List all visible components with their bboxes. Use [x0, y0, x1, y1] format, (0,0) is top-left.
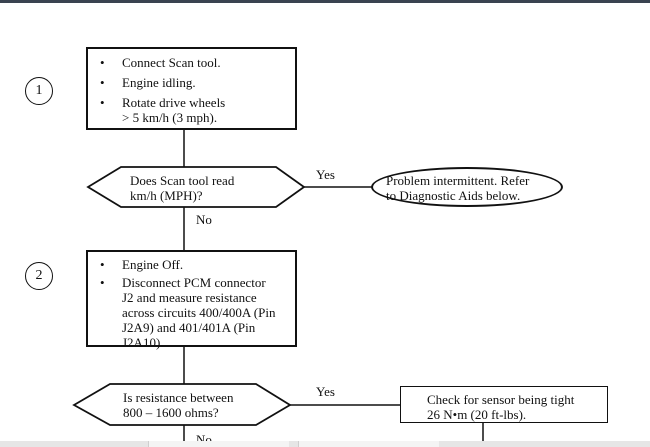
step-number-circle: 2	[25, 262, 53, 290]
result-oval	[371, 167, 563, 207]
result-box	[400, 386, 608, 423]
result-text: Check for sensor being tight 26 N•m (20 …	[427, 392, 575, 422]
action-box: Engine Off. Disconnect PCM connector J2 …	[86, 250, 297, 350]
bottom-tab	[298, 441, 439, 447]
step-number-circle: 1	[25, 77, 53, 105]
bottom-tab	[148, 441, 289, 447]
action-item: Connect Scan tool.	[88, 55, 295, 70]
action-item: Rotate drive wheels > 5 km/h (3 mph).	[88, 95, 295, 125]
no-label: No	[196, 432, 212, 441]
window-top-border	[0, 0, 650, 3]
step-number: 2	[35, 268, 43, 283]
yes-label: Yes	[316, 384, 335, 399]
no-label: No	[196, 212, 212, 227]
action-box: Connect Scan tool. Engine idling. Rotate…	[86, 47, 297, 130]
decision-question: Is resistance between 800 – 1600 ohms?	[123, 390, 234, 420]
action-item: Engine idling.	[88, 75, 295, 90]
action-item: Engine Off.	[88, 257, 295, 272]
yes-label: Yes	[316, 167, 335, 182]
step-number: 1	[35, 83, 43, 98]
result-text: Problem intermittent. Refer to Diagnosti…	[386, 173, 530, 203]
window-bottom-bar	[0, 441, 650, 447]
decision-question: Does Scan tool read km/h (MPH)?	[130, 173, 235, 203]
action-item: Disconnect PCM connector J2 and measure …	[88, 275, 295, 350]
